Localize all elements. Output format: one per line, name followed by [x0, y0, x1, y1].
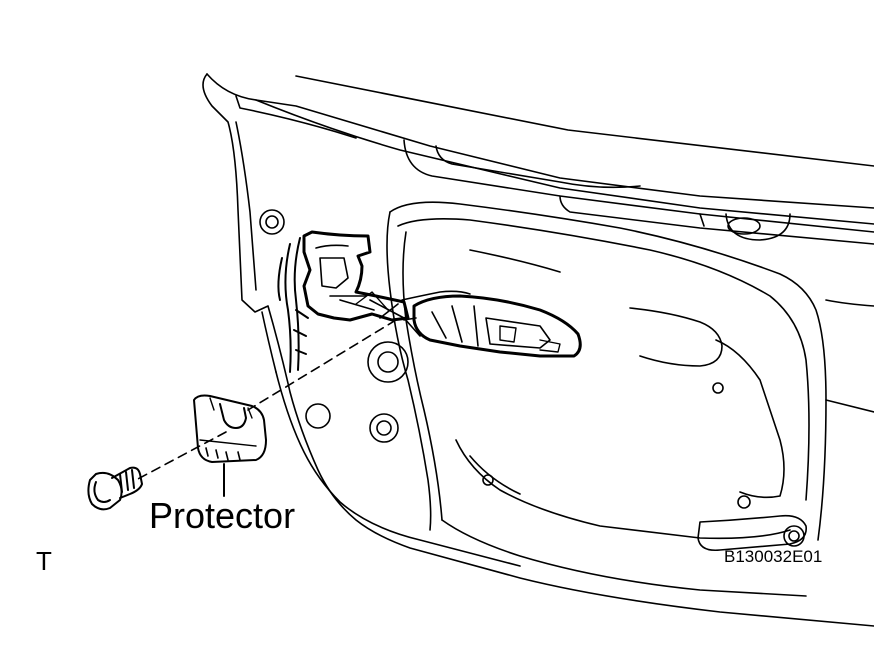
protector-callout-label: Protector: [149, 495, 296, 536]
figure-code: B130032E01: [724, 547, 823, 566]
door-lock-bracket: [304, 232, 408, 320]
bolt: [88, 468, 142, 510]
linkage-lines: [370, 291, 470, 336]
wiring-harness-strip: [278, 238, 308, 372]
view-letter: T: [36, 546, 52, 576]
protector: [194, 396, 266, 463]
install-leader-lines: [136, 320, 396, 480]
door-inner-panel: [203, 74, 874, 626]
outside-handle-frame: [404, 296, 580, 356]
